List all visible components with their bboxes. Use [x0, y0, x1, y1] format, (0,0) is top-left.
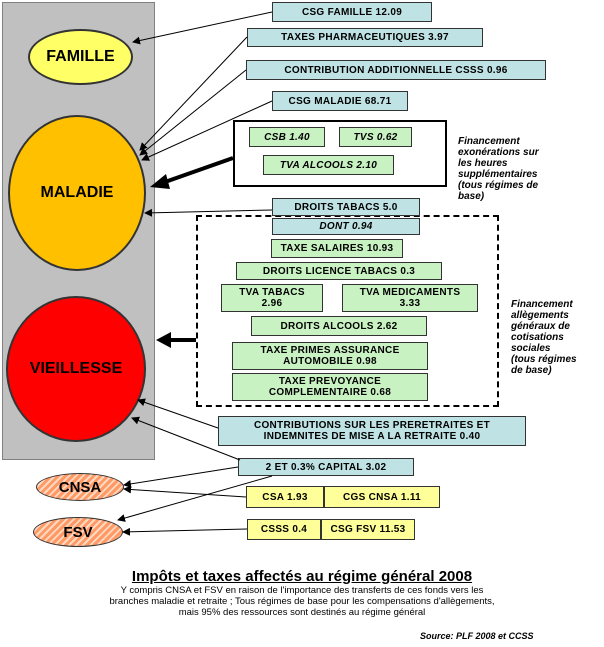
- taxe-prevoyance-box: TAXE PREVOYANCE COMPLEMENTAIRE 0.68: [232, 373, 428, 401]
- maladie-circle: MALADIE: [8, 115, 146, 271]
- cnsa-circle: CNSA: [36, 473, 124, 501]
- note-line: de base): [511, 365, 552, 376]
- dont-box: DONT 0.94: [272, 218, 420, 235]
- contributions-retraite-box: CONTRIBUTIONS SUR LES PRERETRAITES ET IN…: [218, 416, 526, 446]
- csa-box: CSA 1.93: [246, 486, 324, 508]
- taxe-salaires-text: TAXE SALAIRES 10.93: [280, 243, 394, 254]
- tva-tabacs-text: TVA TABACS: [239, 287, 305, 298]
- taxe-primes-value: AUTOMOBILE 0.98: [283, 356, 377, 367]
- contribution-csss-box: CONTRIBUTION ADDITIONNELLE CSSS 0.96: [246, 60, 546, 80]
- cgs-cnsa-text: CGS CNSA 1.11: [342, 491, 421, 503]
- arrow-contributions-retraite: [137, 398, 219, 429]
- arrow-capital-vieillesse: [131, 416, 241, 461]
- contribution-csss-text: CONTRIBUTION ADDITIONNELLE CSSS 0.96: [284, 64, 508, 76]
- vieillesse-label: VIEILLESSE: [29, 360, 123, 377]
- subtitle-line: mais 95% des ressources sont destinés au…: [178, 607, 426, 618]
- taxe-prevoyance-value: COMPLEMENTAIRE 0.68: [268, 387, 392, 398]
- tva-medicaments-text: TVA MEDICAMENTS: [359, 287, 461, 298]
- tvs-box: TVS 0.62: [339, 127, 412, 147]
- note-line: cotisations: [511, 332, 564, 343]
- tvs-text: TVS 0.62: [353, 131, 398, 143]
- droits-tabacs-text: DROITS TABACS 5.0: [294, 201, 398, 213]
- csss-text: CSSS 0.4: [260, 524, 308, 535]
- taxe-prevoyance-text: TAXE PREVOYANCE: [278, 376, 382, 387]
- arrow-csa-cnsa: [123, 485, 247, 498]
- csg-fsv-box: CSG FSV 11.53: [321, 519, 415, 540]
- arrow-contribution-csss: [139, 69, 247, 156]
- capital-text: 2 ET 0.3% CAPITAL 3.02: [265, 461, 387, 473]
- csb-box: CSB 1.40: [249, 127, 325, 147]
- csg-fsv-text: CSG FSV 11.53: [330, 524, 406, 535]
- famille-circle: FAMILLE: [28, 29, 133, 85]
- csg-famille-text: CSG FAMILLE 12.09: [301, 6, 403, 18]
- arrow-capital-fsv: [117, 475, 273, 522]
- thick-arrow-allegements: [156, 332, 196, 348]
- arrow-csg-maladie: [141, 100, 273, 161]
- heures-sup-group: [233, 120, 447, 187]
- allegements-note: Financement allègements généraux de coti…: [511, 299, 601, 376]
- note-line: Financement: [458, 136, 520, 147]
- note-line: sociales: [511, 343, 551, 354]
- fsv-circle: FSV: [33, 517, 123, 547]
- arrow-droits-tabacs: [144, 208, 273, 217]
- heures-sup-note: Financement exonérations sur les heures …: [458, 136, 558, 202]
- note-line: base): [458, 191, 485, 202]
- taxe-salaires-box: TAXE SALAIRES 10.93: [271, 239, 403, 258]
- contributions-retraite-value: INDEMNITES DE MISE A LA RETRAITE 0.40: [263, 431, 481, 442]
- tva-alcools-text: TVA ALCOOLS 2.10: [279, 159, 378, 171]
- contributions-retraite-text: CONTRIBUTIONS SUR LES PRERETRAITES ET: [253, 420, 491, 431]
- vieillesse-circle: VIEILLESSE: [6, 296, 146, 442]
- note-line: (tous régimes de: [458, 180, 539, 191]
- droits-alcools-box: DROITS ALCOOLS 2.62: [251, 316, 427, 336]
- csg-maladie-box: CSG MALADIE 68.71: [272, 91, 408, 111]
- page-title: Impôts et taxes affectés au régime génér…: [131, 568, 473, 585]
- taxe-primes-box: TAXE PRIMES ASSURANCE AUTOMOBILE 0.98: [232, 342, 428, 370]
- droits-licence-box: DROITS LICENCE TABACS 0.3: [236, 262, 442, 280]
- subtitle-line: branches maladie et retraite ; Tous régi…: [109, 596, 495, 607]
- dont-text: DONT 0.94: [319, 221, 373, 232]
- maladie-label: MALADIE: [40, 184, 114, 201]
- allegements-group: [196, 215, 499, 407]
- tva-medicaments-box: TVA MEDICAMENTS 3.33: [342, 284, 478, 312]
- csa-text: CSA 1.93: [262, 491, 308, 503]
- note-line: exonérations sur: [458, 147, 539, 158]
- tva-alcools-box: TVA ALCOOLS 2.10: [263, 155, 394, 175]
- cnsa-label: CNSA: [58, 478, 102, 496]
- note-line: Financement: [511, 299, 573, 310]
- csss-box: CSSS 0.4: [247, 519, 321, 540]
- note-line: supplémentaires: [458, 169, 538, 180]
- arrow-taxes-pharma: [139, 36, 248, 151]
- taxes-pharma-box: TAXES PHARMACEUTIQUES 3.97: [247, 28, 483, 47]
- thick-arrow-heures-sup: [150, 156, 234, 189]
- droits-licence-text: DROITS LICENCE TABACS 0.3: [262, 265, 416, 277]
- taxes-pharma-text: TAXES PHARMACEUTIQUES 3.97: [281, 32, 449, 43]
- arrow-csg-famille: [132, 11, 273, 45]
- droits-tabacs-box: DROITS TABACS 5.0: [272, 198, 420, 216]
- fsv-label: FSV: [63, 523, 93, 541]
- arrow-capital-cnsa: [123, 466, 239, 488]
- famille-label: FAMILLE: [46, 48, 115, 65]
- cgs-cnsa-box: CGS CNSA 1.11: [324, 486, 440, 508]
- subtitle: Y compris CNSA et FSV en raison de l'imp…: [100, 585, 504, 618]
- tva-tabacs-box: TVA TABACS 2.96: [221, 284, 323, 312]
- subtitle-line: Y compris CNSA et FSV en raison de l'imp…: [120, 585, 484, 596]
- source-note: Source: PLF 2008 et CCSS: [420, 631, 534, 641]
- csg-maladie-text: CSG MALADIE 68.71: [288, 95, 392, 107]
- note-line: les heures: [458, 158, 508, 169]
- taxe-primes-text: TAXE PRIMES ASSURANCE: [260, 345, 400, 356]
- note-line: généraux de: [511, 321, 570, 332]
- droits-alcools-text: DROITS ALCOOLS 2.62: [280, 320, 398, 332]
- tva-tabacs-value: 2.96: [261, 298, 283, 309]
- note-line: allègements: [511, 310, 569, 321]
- csg-famille-box: CSG FAMILLE 12.09: [272, 2, 432, 22]
- tva-medicaments-value: 3.33: [399, 298, 421, 309]
- csb-text: CSB 1.40: [264, 131, 310, 143]
- arrow-csss-fsv: [122, 527, 248, 536]
- capital-box: 2 ET 0.3% CAPITAL 3.02: [238, 458, 414, 476]
- note-line: (tous régimes: [511, 354, 577, 365]
